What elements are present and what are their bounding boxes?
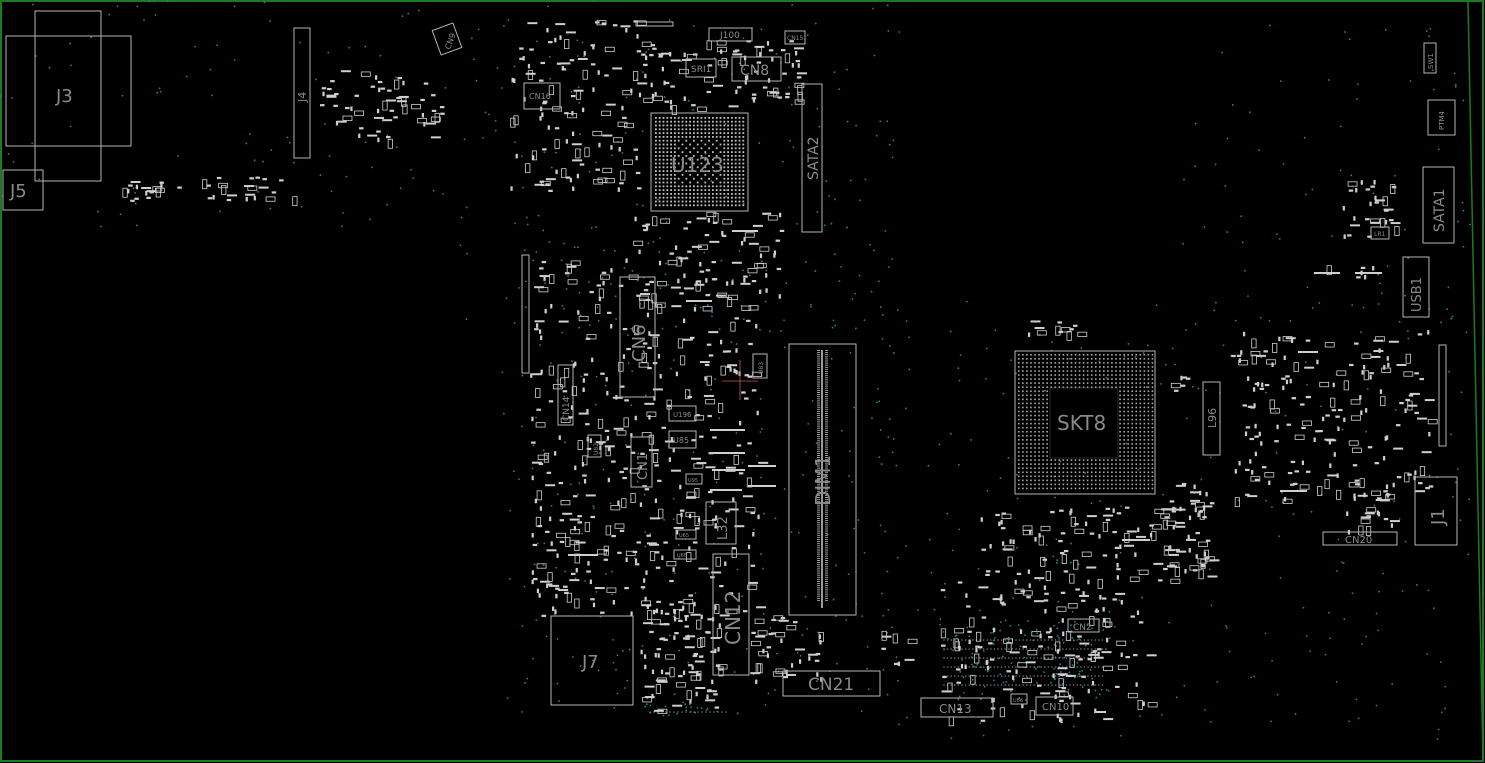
component-sata1[interactable]: SATA1 <box>1422 166 1455 244</box>
component-u86[interactable]: U86 <box>1010 693 1028 705</box>
label-u123: U123 <box>671 153 724 177</box>
label-j100: J100 <box>719 31 740 41</box>
component-l32[interactable]: L32 <box>705 501 737 545</box>
label-sata1: SATA1 <box>1432 188 1448 232</box>
label-u66: U66 <box>677 553 687 559</box>
component-cn16[interactable]: CN16 <box>523 82 561 110</box>
component-cn20[interactable]: CN20 <box>1322 531 1398 546</box>
label-j3: J3 <box>55 86 73 107</box>
component-j100[interactable]: J100 <box>708 27 753 42</box>
component-sw1[interactable]: SW1 <box>1423 42 1437 74</box>
component-cn15[interactable]: CN15 <box>784 30 806 45</box>
component-cn10[interactable]: CN10 <box>1035 696 1074 716</box>
component-u83[interactable]: U83 <box>752 353 768 379</box>
component-u123[interactable]: U123 <box>650 112 749 212</box>
component-ptm4[interactable]: PTM4 <box>1427 99 1456 136</box>
label-j1: J1 <box>1428 508 1449 526</box>
component-j5[interactable]: J5 <box>2 169 44 211</box>
component-lr1[interactable]: LR1 <box>1370 226 1390 240</box>
label-l96: L96 <box>1206 408 1219 428</box>
component-j4[interactable]: J4 <box>293 27 311 159</box>
component-cn2[interactable]: CN2 <box>1067 618 1100 633</box>
label-cn14: CN14 <box>562 396 572 421</box>
component-cn8[interactable]: CN8 <box>731 56 782 82</box>
label-u95: U95 <box>688 478 698 484</box>
label-cn20: CN20 <box>1345 535 1372 546</box>
component-j1[interactable]: J1 <box>1414 476 1458 546</box>
label-ptm4: PTM4 <box>1438 110 1446 130</box>
label-sri1: SRI1 <box>691 65 711 75</box>
label-cn8: CN8 <box>740 63 769 79</box>
label-sw1: SW1 <box>1427 53 1435 69</box>
component-dim1[interactable]: DIM1 <box>788 343 857 616</box>
label-cn1: CN1 <box>636 453 651 480</box>
component-cn21[interactable]: CN21 <box>782 670 881 697</box>
component-sri1[interactable]: SRI1 <box>685 58 717 78</box>
edge-strip <box>521 254 530 374</box>
component-l96[interactable]: L96 <box>1202 381 1221 456</box>
component-j7[interactable]: J7 <box>550 615 634 706</box>
label-l32: L32 <box>716 516 731 540</box>
label-dim1: DIM1 <box>811 455 835 506</box>
label-u83: U83 <box>758 362 765 374</box>
component-cn13[interactable]: CN13 <box>920 697 994 718</box>
component-u65[interactable]: U65 <box>675 529 697 540</box>
component-cn14[interactable]: CN14 <box>557 364 574 426</box>
component-u95[interactable]: U95 <box>685 473 703 485</box>
component-cn1[interactable]: CN1 <box>630 436 653 488</box>
label-usb1: USB1 <box>1410 277 1425 312</box>
label-cn6: CN6 <box>629 325 650 363</box>
label-u85: U85 <box>673 436 689 445</box>
component-usb1[interactable]: USB1 <box>1402 256 1430 318</box>
component-u66[interactable]: U66 <box>673 549 697 560</box>
label-j5: J5 <box>9 181 27 202</box>
label-skt8: SKT8 <box>1057 411 1106 435</box>
board-edge-right <box>1467 0 1484 762</box>
label-cn15: CN15 <box>787 35 803 42</box>
edge-strip-right <box>1438 344 1447 447</box>
label-u196: U196 <box>673 411 692 419</box>
component-sata2[interactable]: SATA2 <box>801 83 823 233</box>
label-u86: U86 <box>1013 698 1023 704</box>
label-u82: U82 <box>593 443 600 455</box>
label-u65: U65 <box>679 533 689 539</box>
component-cn12[interactable]: CN12 <box>712 553 750 676</box>
pad-field <box>122 20 1438 727</box>
label-cn2: CN2 <box>1073 623 1092 633</box>
label-lr1: LR1 <box>1374 231 1386 238</box>
cursor-crosshair <box>722 360 758 400</box>
label-cn16: CN16 <box>529 92 551 101</box>
label-sata2: SATA2 <box>806 136 822 180</box>
label-j7: J7 <box>581 652 599 673</box>
component-cn6[interactable]: CN6 <box>619 276 656 398</box>
component-j3[interactable]: J3 <box>5 10 132 182</box>
header-strip <box>635 21 674 27</box>
component-skt8[interactable]: SKT8 <box>1014 350 1156 495</box>
label-cn12: CN12 <box>721 591 745 645</box>
label-cn21: CN21 <box>808 675 854 695</box>
label-j4: J4 <box>296 92 309 103</box>
label-cn13: CN13 <box>939 702 972 716</box>
component-u82[interactable]: U82 <box>587 434 602 458</box>
component-u196[interactable]: U196 <box>668 405 697 422</box>
label-cn10: CN10 <box>1042 702 1069 713</box>
component-u85[interactable]: U85 <box>668 430 697 449</box>
